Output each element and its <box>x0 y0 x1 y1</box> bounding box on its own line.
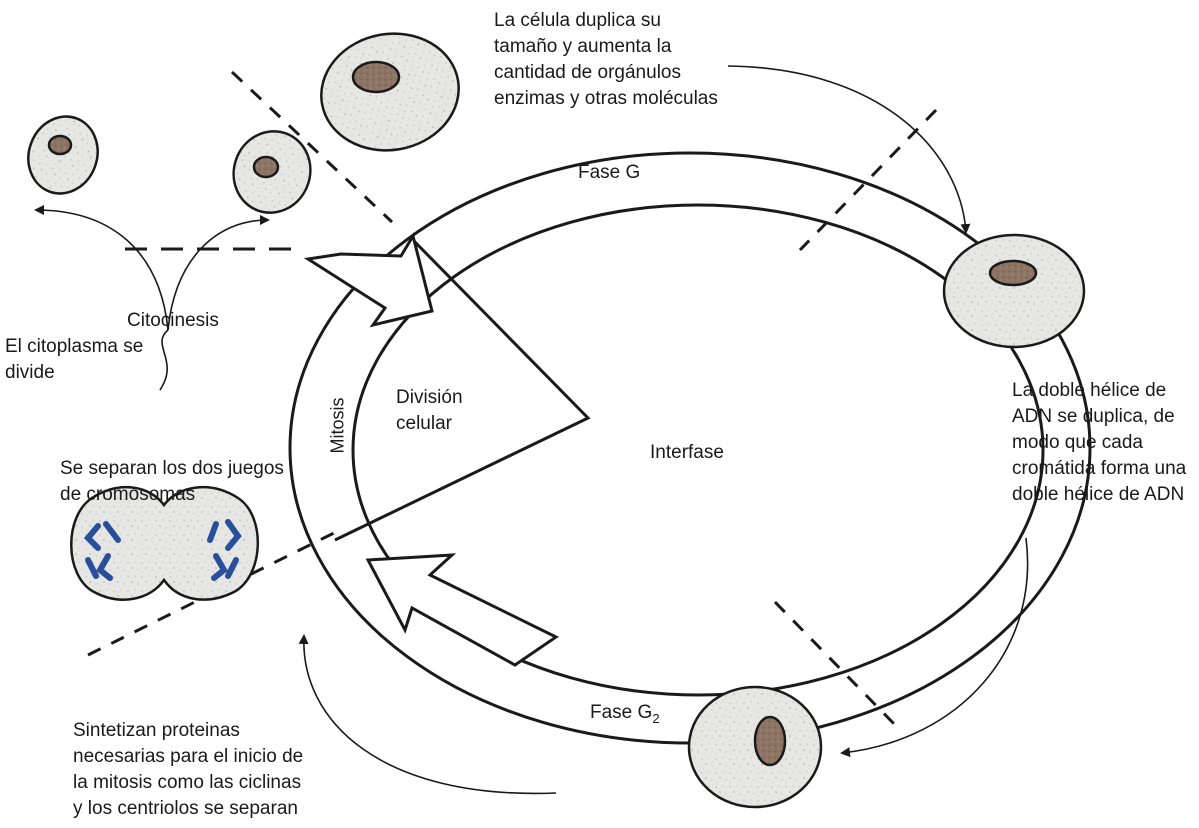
g1-description: La célula duplica su tamaño y aumenta la… <box>494 8 718 112</box>
mitosis-label: Mitosis <box>328 397 349 453</box>
cell-s <box>944 235 1084 347</box>
cell-daughter-left <box>18 107 109 204</box>
division-celular-label: División celular <box>396 385 463 437</box>
interfase-label: Interfase <box>650 440 724 466</box>
g2-description: Sintetizan proteinas necesarias para el … <box>73 718 303 822</box>
g1-arrow <box>728 66 966 232</box>
cell-daughter-right <box>222 120 321 223</box>
cell-g2 <box>689 687 821 807</box>
citocinesis-stem <box>160 330 168 390</box>
citoplasma-label: El citoplasma se divide <box>5 334 143 386</box>
citocinesis-label: Citocinesis <box>127 308 219 334</box>
mitosis-arrow-top <box>308 236 432 325</box>
cell-g1 <box>312 23 468 161</box>
cromosomas-label: Se separan los dos juegos de cromosomas <box>60 456 284 508</box>
phase-g2-subscript: 2 <box>652 711 659 726</box>
phase-g2-label: Fase G2 <box>590 674 660 732</box>
s-description: La doble hélice de ADN se duplica, de mo… <box>1012 378 1186 508</box>
phase-g2-text: Fase G <box>590 702 652 723</box>
phase-g-label: Fase G <box>578 160 640 186</box>
